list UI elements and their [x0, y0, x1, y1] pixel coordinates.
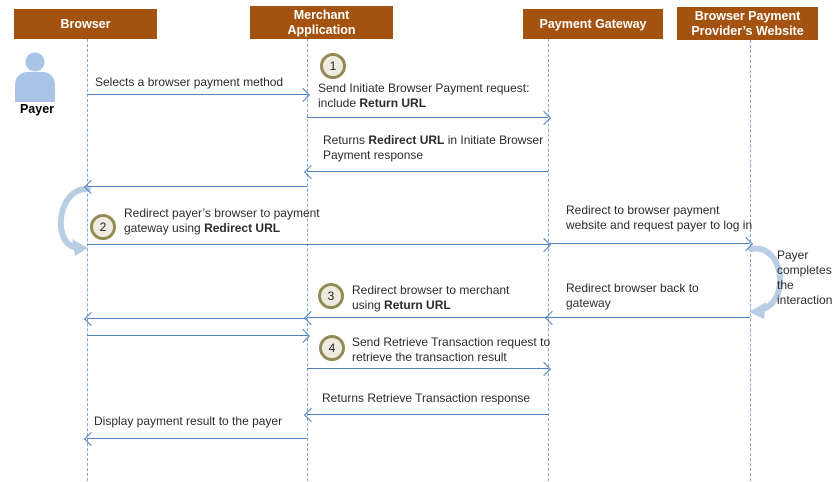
- message-arrow-5: [87, 237, 552, 253]
- message-arrow-12: [303, 407, 548, 423]
- message-arrow-11: [307, 361, 552, 377]
- message-arrow-4: [83, 179, 307, 195]
- message-arrow-7: [544, 310, 750, 326]
- lifeline-browser: [87, 39, 88, 481]
- message-arrow-2: [307, 110, 552, 126]
- lifeline-merchant-application: [307, 39, 308, 481]
- step-badge-1: 1: [320, 53, 346, 79]
- note-payer-completes-interaction: Payer completes the interaction: [777, 248, 833, 307]
- participant-browser-payment-provider-website: Browser Payment Provider’s Website: [677, 7, 818, 40]
- participant-merchant-application: Merchant Application: [250, 6, 393, 39]
- payer-icon: [15, 52, 55, 102]
- participant-payment-gateway: Payment Gateway: [523, 9, 663, 39]
- browser-self-loop-arrow: [57, 185, 91, 256]
- message-arrow-10: [87, 328, 311, 344]
- step-badge-4: 4: [319, 335, 345, 361]
- step-badge-3: 3: [318, 283, 344, 309]
- message-label-2: Send Initiate Browser Payment request:in…: [318, 81, 530, 110]
- message-arrow-1: [87, 87, 311, 103]
- message-arrow-6: [548, 236, 754, 252]
- message-arrow-8: [303, 310, 548, 326]
- message-arrow-13: [83, 431, 307, 447]
- actor-label-payer: Payer: [19, 102, 55, 116]
- lifeline-provider-website: [750, 40, 751, 481]
- lifeline-payment-gateway: [548, 39, 549, 481]
- message-label-10: Display payment result to the payer: [94, 414, 283, 428]
- message-label-1: Selects a browser payment method: [95, 75, 284, 89]
- provider-self-loop-arrow: [748, 245, 783, 319]
- message-arrow-3: [303, 164, 548, 180]
- message-label-9: Returns Retrieve Transaction response: [322, 391, 531, 405]
- message-label-3: Returns Redirect URL in Initiate Browser…: [323, 133, 544, 162]
- participant-browser: Browser: [14, 9, 157, 39]
- message-arrow-9: [83, 311, 307, 327]
- step-badge-2: 2: [90, 214, 116, 240]
